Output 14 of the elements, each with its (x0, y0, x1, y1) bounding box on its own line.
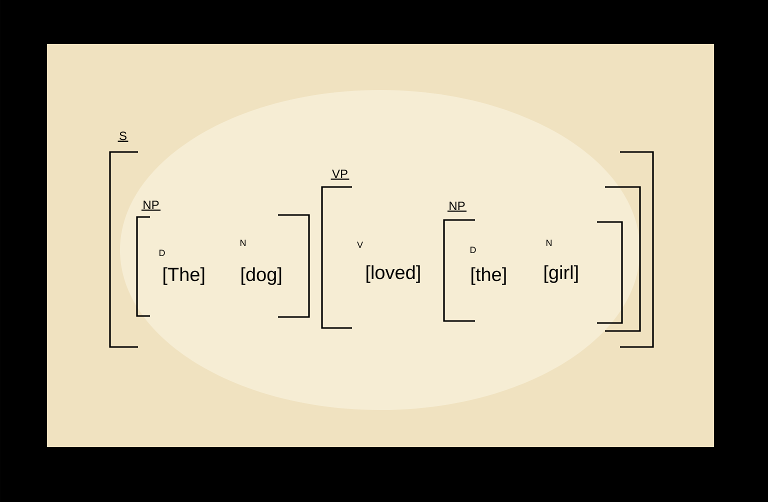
category-label: NP (450, 202, 465, 210)
category-label: VP (332, 170, 348, 178)
category-label: V (357, 242, 363, 248)
category-label: D (160, 250, 165, 256)
bracketed-word: [loved] (366, 265, 420, 283)
category-label: D (470, 246, 476, 253)
category-label: N (546, 240, 552, 246)
bracketed-word: [girl] (544, 265, 578, 283)
bracketed-word: [The] (164, 267, 204, 285)
bracketed-word: [dog] (242, 267, 282, 285)
category-label: N (240, 240, 246, 246)
category-label: NP (144, 200, 159, 209)
bracketed-word: [the] (472, 267, 506, 285)
category-label: S (120, 132, 126, 140)
